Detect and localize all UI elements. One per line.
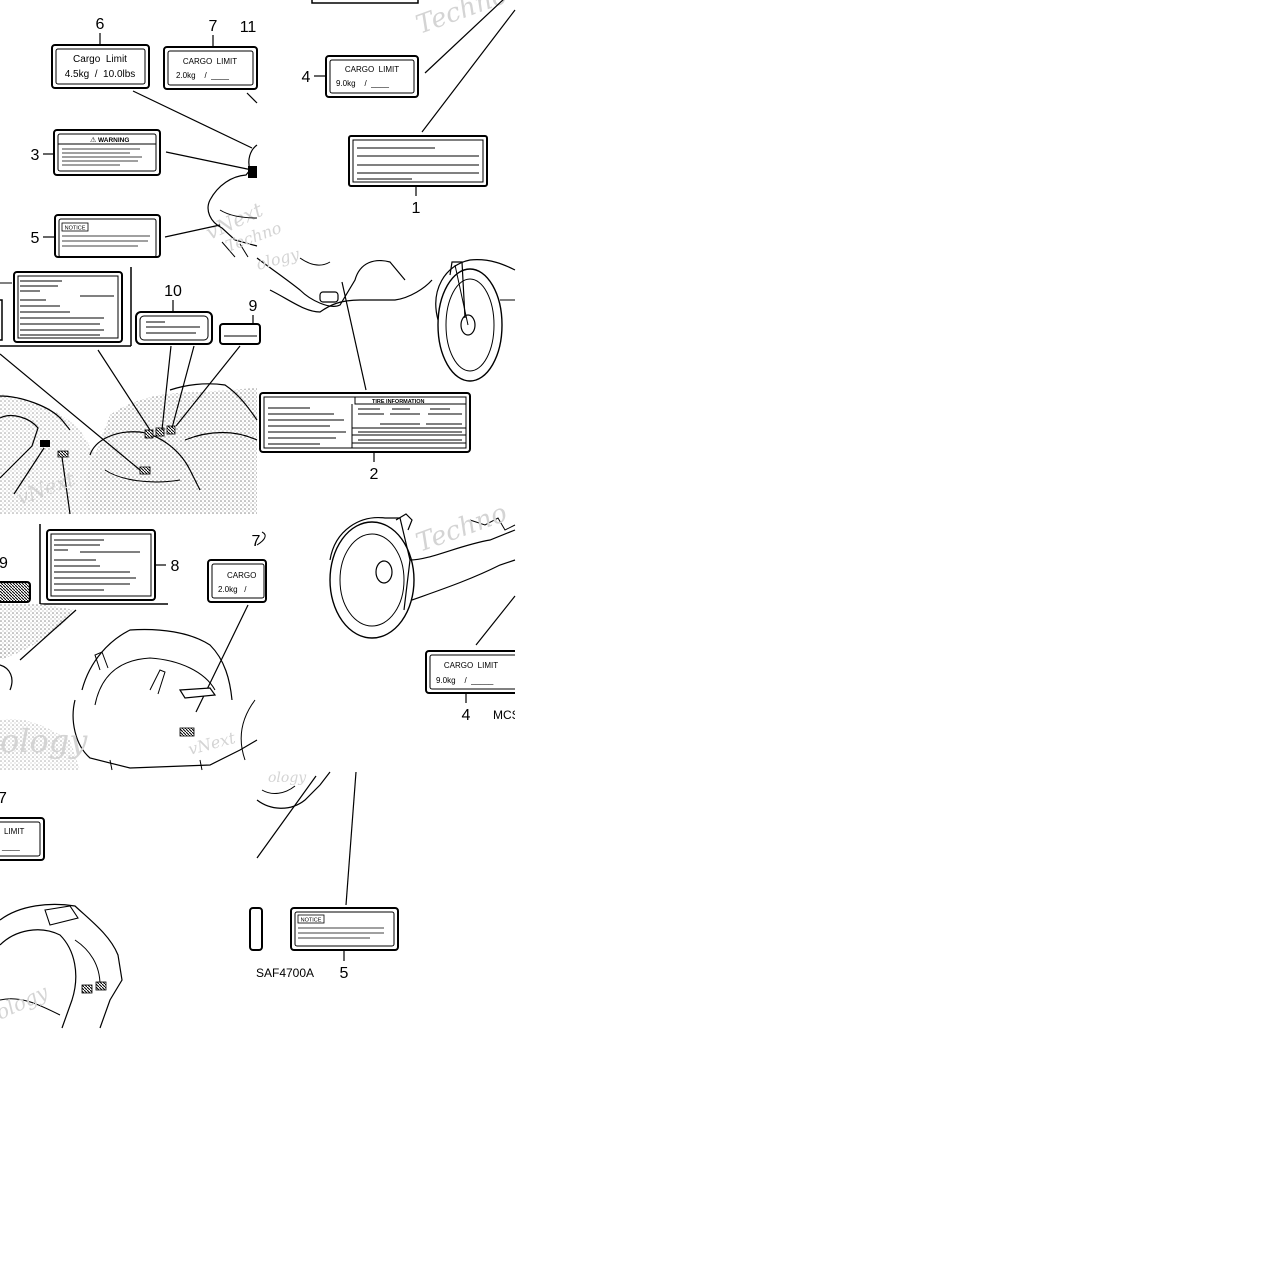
callout-9: 9 — [249, 298, 258, 315]
saddlebag — [0, 903, 123, 1029]
tile-top-left: vNext 6 Cargo Limit 4.5kg / 10.0lbs 7 CA… — [31, 16, 284, 258]
callout-1: 1 — [412, 200, 421, 217]
cargo-limit-title: LIMIT — [4, 827, 25, 836]
cargo-limit-label-7-partial: CARGO 2.0kg / — [207, 559, 267, 603]
callout-8: 8 — [171, 558, 180, 575]
watermark: ology — [0, 979, 52, 1024]
callout-7: 7 — [252, 533, 261, 550]
cargo-limit-value: 4.5kg / 10.0lbs — [65, 69, 136, 80]
cargo-limit-value: 2.0kg / ____ — [176, 71, 229, 80]
watermark: ology — [0, 722, 88, 760]
motorcycle-fairing — [84, 388, 257, 514]
callout-11: 11 — [240, 19, 257, 36]
spec-label-8 — [46, 529, 156, 601]
tile-bottom-left: 7 LIMIT ____ ology — [0, 790, 123, 1029]
tile-top-center: Techno 4 CARGO LIMIT 9.0kg / ____ 1 — [302, 0, 516, 217]
cargo-limit-label-4b: CARGO LIMIT 9.0kg / _____ — [425, 650, 523, 694]
tile-middle-center: ology TIRE INFORMATION — [254, 244, 516, 483]
watermark: Techno — [412, 498, 511, 558]
cargo-limit-label-6: Cargo Limit 4.5kg / 10.0lbs — [51, 44, 150, 89]
label-partial-edge — [249, 907, 263, 951]
front-wheel — [437, 268, 503, 382]
cargo-limit-value: ____ — [1, 842, 20, 851]
callout-7: 7 — [0, 790, 7, 807]
info-label-1 — [348, 135, 488, 187]
notice-title: NOTICE — [65, 226, 86, 232]
cargo-limit-label-7: CARGO LIMIT 2.0kg / ____ — [163, 46, 258, 90]
cargo-limit-value: 9.0kg / _____ — [436, 676, 494, 685]
callout-9: 9 — [0, 555, 8, 572]
cargo-limit-value: 9.0kg / ____ — [336, 79, 389, 88]
cargo-limit-title: Cargo Limit — [73, 54, 127, 65]
label-10 — [135, 311, 213, 345]
diagram-code: SAF4700A — [256, 966, 314, 980]
cargo-limit-label-7-partial: LIMIT ____ — [0, 817, 45, 861]
callout-10: 10 — [164, 283, 182, 300]
cargo-limit-title: CARGO LIMIT — [183, 57, 237, 66]
cargo-limit-title: CARGO LIMIT — [444, 661, 498, 670]
tile-bottom-center: ology NOTICE SAF4700A 5 — [249, 770, 399, 982]
cargo-limit-title: CARGO LIMIT — [345, 65, 399, 74]
callout-6: 6 — [96, 16, 105, 33]
motorcycle-side-outline — [256, 257, 406, 307]
callout-4: 4 — [302, 69, 311, 86]
front-wheel — [329, 521, 415, 639]
tire-information-title: TIRE INFORMATION — [372, 399, 424, 405]
callout-5: 5 — [340, 965, 349, 982]
notice-title: NOTICE — [301, 918, 322, 924]
cargo-limit-title: CARGO — [227, 571, 256, 580]
watermark: ology — [254, 244, 302, 274]
warning-title: WARNING — [98, 137, 129, 144]
tile-lower-left: 9 8 7 CARGO 2.0kg / — [0, 524, 267, 771]
windscreen — [81, 628, 233, 701]
motorcycle-outline — [207, 144, 258, 247]
warning-symbol-icon: ⚠ — [90, 136, 97, 144]
watermark: ology — [268, 770, 307, 786]
callout-3: 3 — [31, 147, 40, 164]
cargo-limit-value: 2.0kg / — [218, 585, 247, 594]
notice-label-5: NOTICE — [54, 214, 161, 258]
callout-5: 5 — [31, 230, 40, 247]
callout-4: 4 — [462, 707, 471, 724]
label-9-strip — [219, 323, 261, 345]
warning-label-3: ⚠ WARNING — [53, 129, 161, 176]
tile-middle-left: 10 9 vNex — [0, 267, 261, 515]
spec-label — [13, 271, 123, 343]
callout-2: 2 — [370, 466, 379, 483]
notice-label-5b: NOTICE — [290, 907, 399, 951]
diagram-code: MCS — [493, 708, 520, 722]
callout-7: 7 — [209, 18, 218, 35]
label-9-partial — [0, 581, 31, 603]
cargo-limit-label-4: CARGO LIMIT 9.0kg / ____ — [325, 55, 419, 98]
tile-lower-center: Techno CARGO LIMIT 9.0kg / _____ 4 MCS — [256, 498, 527, 725]
tire-information-label-2: TIRE INFORMATION — [259, 392, 471, 453]
